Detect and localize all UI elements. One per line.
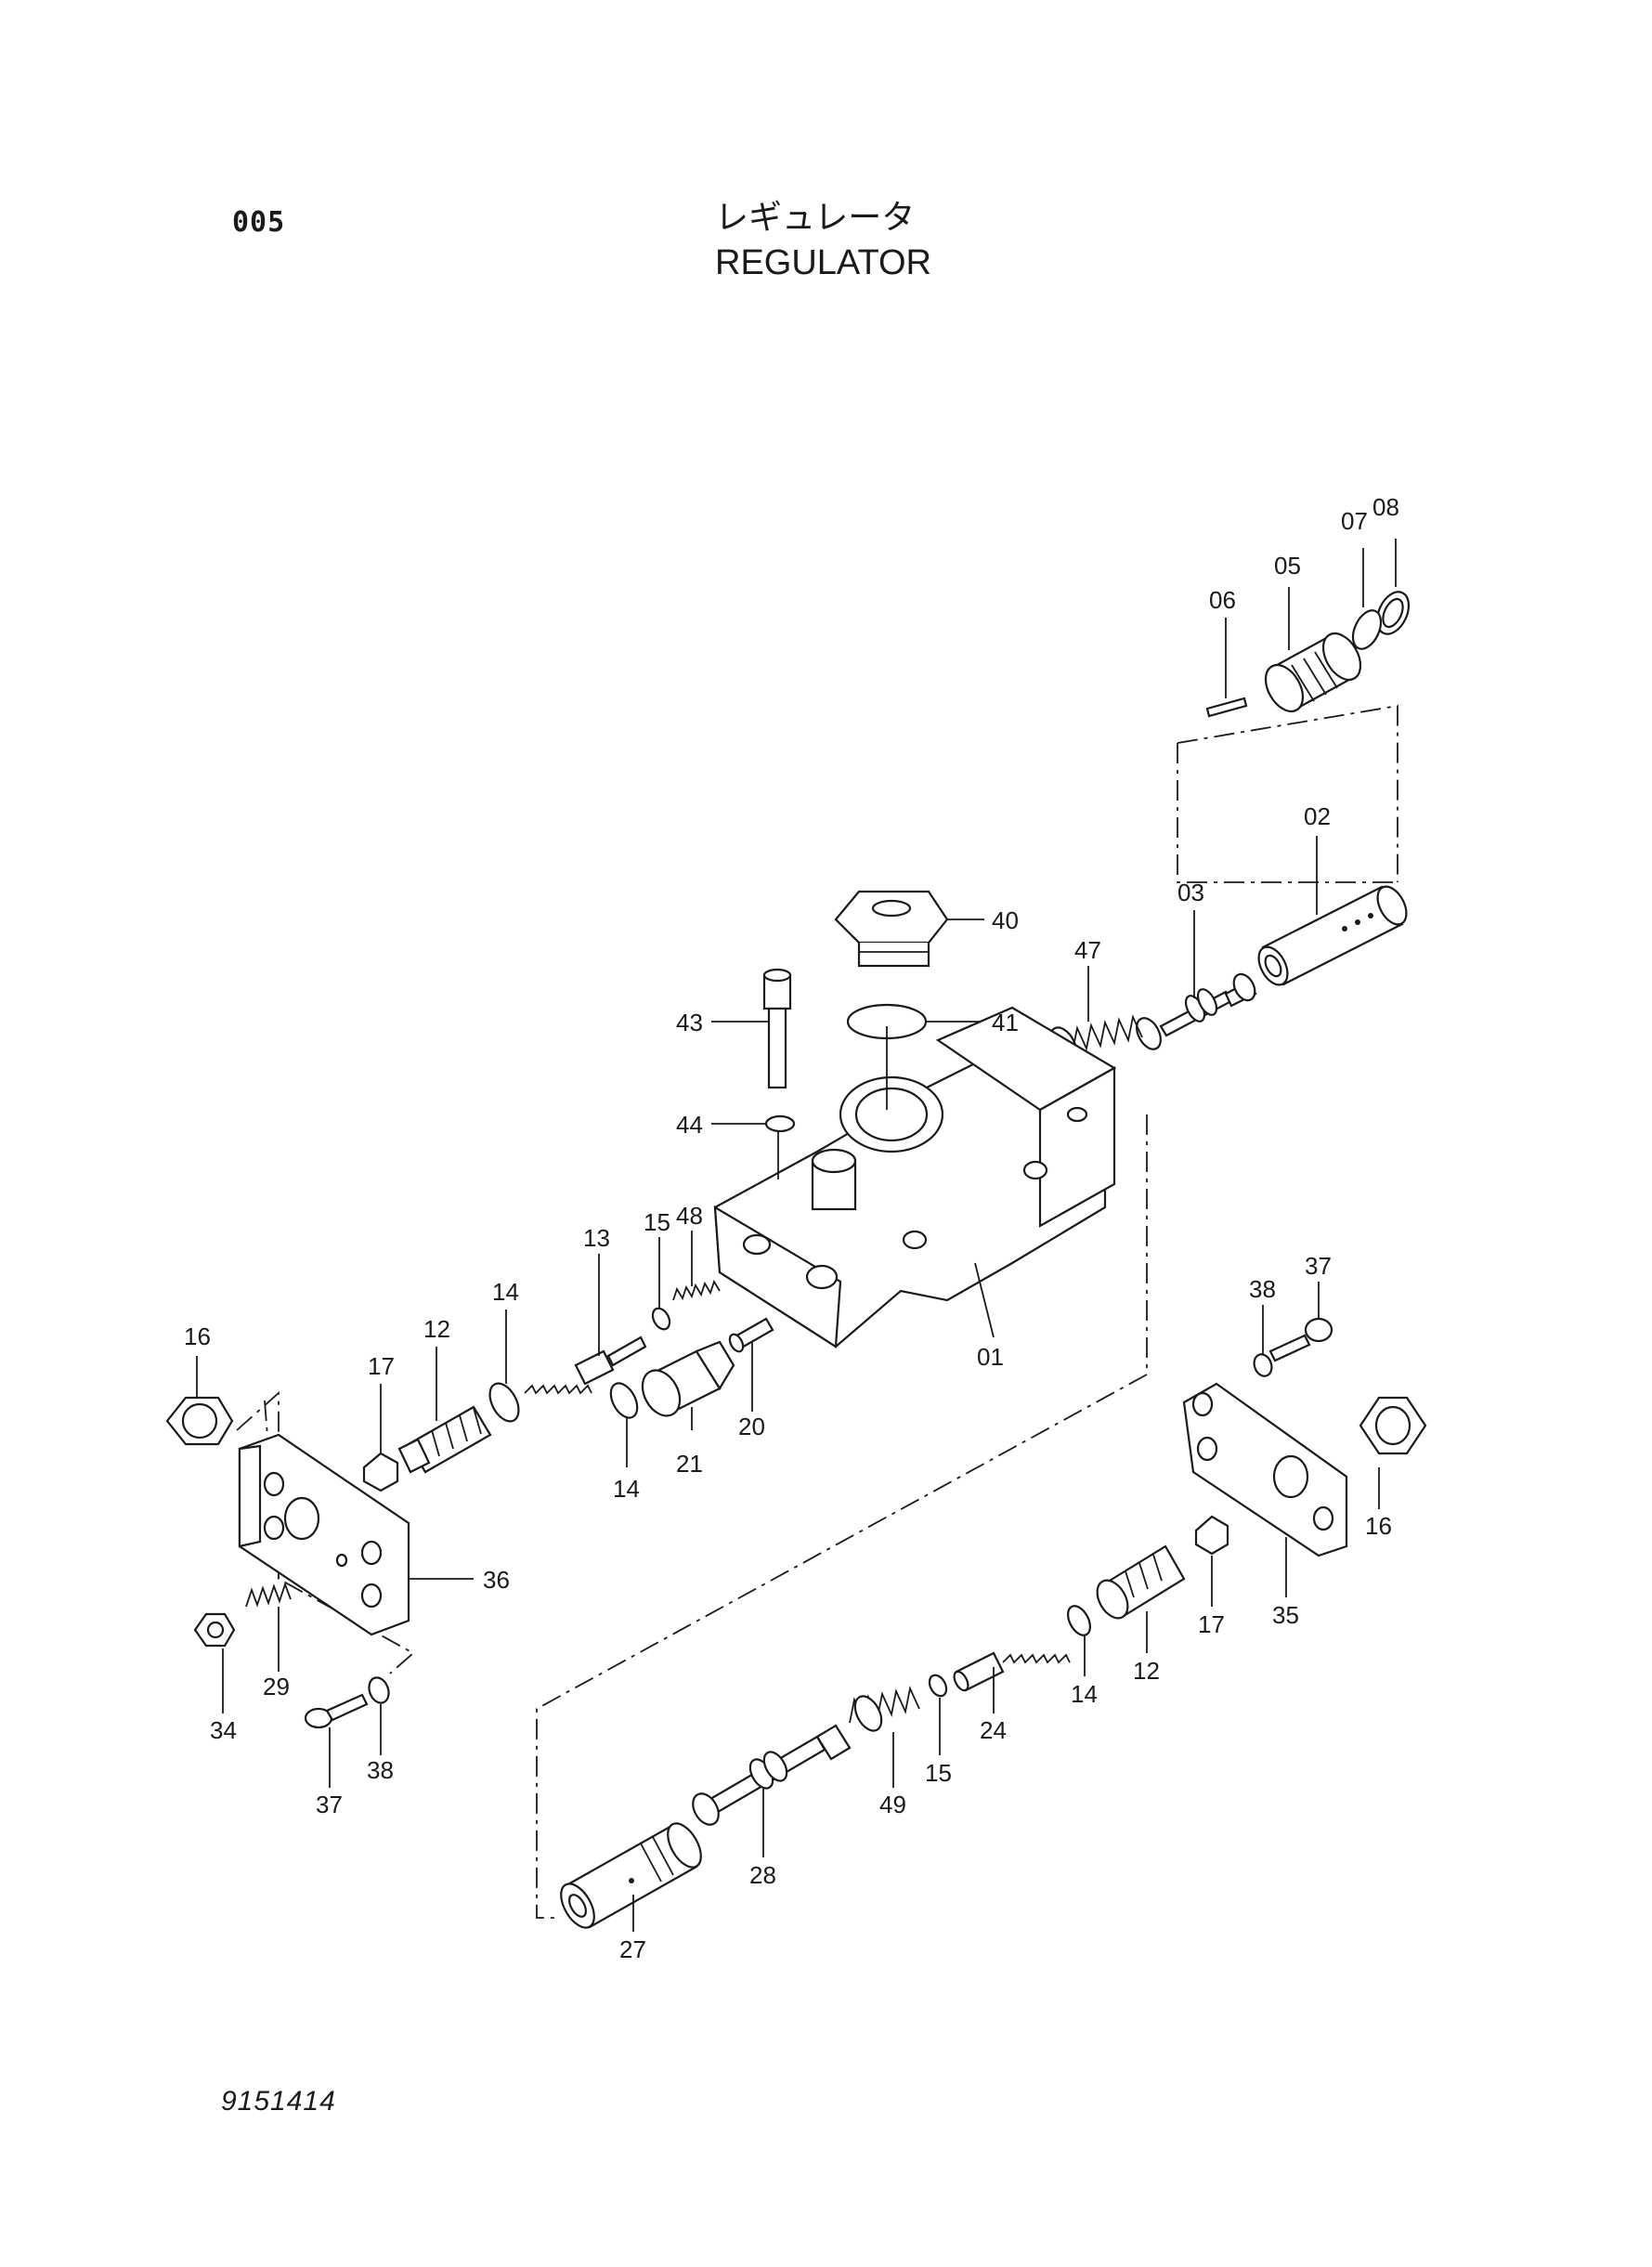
part-41-o-ring[interactable] xyxy=(846,1003,984,1040)
part-28-spool[interactable] xyxy=(688,1724,852,1857)
part-44-washer[interactable] xyxy=(711,1114,796,1133)
callout-27: 27 xyxy=(619,1935,646,1963)
part-35-cover[interactable] xyxy=(1182,1382,1348,1597)
callout-03: 03 xyxy=(1177,879,1204,906)
callout-12-right: 12 xyxy=(1133,1657,1160,1685)
callout-13: 13 xyxy=(583,1224,610,1252)
callout-40: 40 xyxy=(992,906,1019,934)
callout-15-right: 15 xyxy=(925,1759,952,1787)
part-01-casing[interactable] xyxy=(713,1006,1117,1348)
part-17-lock-nut-right[interactable] xyxy=(1194,1515,1229,1607)
callout-38-right: 38 xyxy=(1249,1275,1276,1303)
part-15-ring-right[interactable] xyxy=(926,1673,949,1755)
callout-17-left: 17 xyxy=(368,1352,395,1380)
callout-07: 07 xyxy=(1341,507,1368,535)
callout-16-left: 16 xyxy=(184,1322,211,1350)
callout-21: 21 xyxy=(676,1450,703,1478)
drawing-number: 9151414 xyxy=(221,2086,336,2117)
callout-05: 05 xyxy=(1274,552,1301,580)
callout-01: 01 xyxy=(977,1343,1004,1371)
title-english: REGULATOR xyxy=(715,243,931,282)
part-12-adjusting-screw-right[interactable] xyxy=(1091,1544,1186,1653)
callout-47: 47 xyxy=(1074,936,1101,964)
part-36-cover[interactable] xyxy=(238,1433,474,1636)
part-43-bolt[interactable] xyxy=(711,968,792,1089)
callout-49: 49 xyxy=(879,1791,906,1818)
part-37-bolt-right[interactable] xyxy=(1268,1282,1333,1362)
callout-43: 43 xyxy=(676,1009,703,1036)
callout-48: 48 xyxy=(676,1202,703,1230)
callout-20: 20 xyxy=(738,1413,765,1440)
part-40-plug[interactable] xyxy=(834,890,984,968)
callout-38-left: 38 xyxy=(367,1756,394,1784)
callout-28: 28 xyxy=(749,1861,776,1889)
part-17-lock-nut[interactable] xyxy=(362,1384,399,1492)
part-02-sleeve[interactable] xyxy=(1253,836,1412,990)
callout-41: 41 xyxy=(992,1009,1019,1036)
part-38-washer-right[interactable] xyxy=(1251,1305,1274,1378)
part-12-adjusting-screw[interactable] xyxy=(397,1347,492,1474)
callout-06: 06 xyxy=(1209,586,1236,614)
part-16-nut-right[interactable] xyxy=(1359,1396,1427,1509)
part-05-sleeve[interactable] xyxy=(1258,587,1368,718)
part-08-retaining-ring[interactable] xyxy=(1371,539,1414,639)
part-14-o-ring-right[interactable] xyxy=(1063,1602,1095,1676)
part-13-plunger[interactable] xyxy=(524,1254,647,1395)
part-29-set-screw[interactable] xyxy=(245,1582,292,1672)
callout-14-upper: 14 xyxy=(492,1278,519,1306)
part-06-pin[interactable] xyxy=(1205,618,1248,718)
part-20-pin[interactable] xyxy=(727,1317,774,1412)
title-japanese: レギュレータ xyxy=(715,199,916,237)
part-21-piston[interactable] xyxy=(635,1340,735,1430)
part-49-spring[interactable] xyxy=(849,1686,920,1788)
part-27-sleeve[interactable] xyxy=(554,1818,708,1933)
callout-02: 02 xyxy=(1304,802,1331,830)
part-16-nut[interactable] xyxy=(165,1356,234,1446)
callout-labels: 08 07 05 06 02 03 47 40 41 43 44 48 15 1… xyxy=(184,493,1399,1963)
page-code: 005 xyxy=(232,206,286,239)
callout-29: 29 xyxy=(263,1673,290,1700)
callout-35: 35 xyxy=(1272,1601,1299,1629)
callout-08: 08 xyxy=(1372,493,1399,521)
callout-36: 36 xyxy=(483,1566,510,1594)
part-14-o-ring[interactable] xyxy=(605,1379,643,1467)
part-03-spool[interactable] xyxy=(1132,910,1259,1053)
part-15-ring[interactable] xyxy=(649,1237,672,1332)
part-14-o-ring-left[interactable] xyxy=(484,1309,525,1427)
callout-14-center: 14 xyxy=(613,1475,640,1503)
part-34-nut[interactable] xyxy=(193,1612,236,1713)
callout-37-left: 37 xyxy=(316,1791,343,1818)
callout-15-upper: 15 xyxy=(644,1208,670,1236)
callout-14-right: 14 xyxy=(1071,1680,1098,1708)
part-07-o-ring[interactable] xyxy=(1347,548,1386,653)
callout-37-right: 37 xyxy=(1305,1252,1332,1280)
callout-44: 44 xyxy=(676,1111,703,1139)
callout-24: 24 xyxy=(980,1716,1007,1744)
part-38-washer[interactable] xyxy=(366,1674,392,1755)
part-37-bolt[interactable] xyxy=(304,1693,369,1788)
callout-34: 34 xyxy=(210,1716,237,1744)
part-24-plunger[interactable] xyxy=(952,1651,1071,1713)
callout-12-left: 12 xyxy=(423,1315,450,1343)
callout-16-right: 16 xyxy=(1365,1512,1392,1540)
part-48-spring[interactable] xyxy=(672,1231,721,1301)
callout-17-right: 17 xyxy=(1198,1610,1225,1638)
